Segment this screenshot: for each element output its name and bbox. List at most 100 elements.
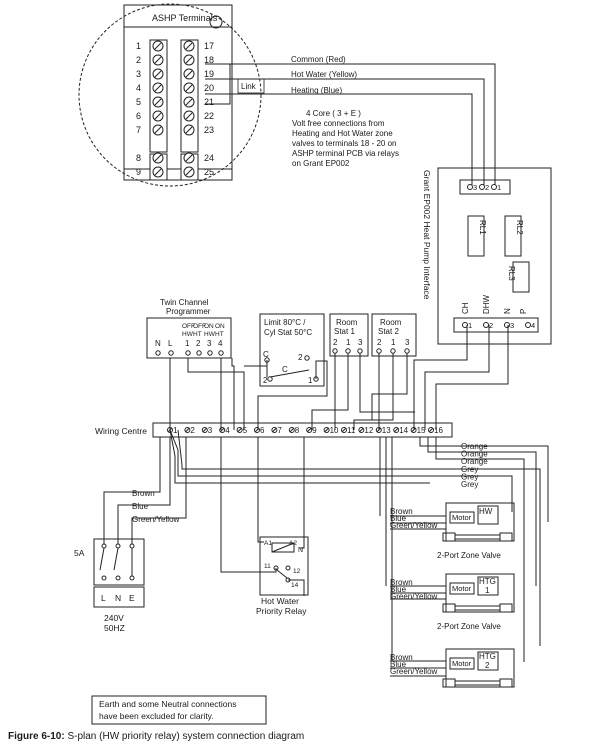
- ashp-left-num: 7: [136, 125, 141, 135]
- wiring-centre-num: 16: [434, 426, 443, 435]
- relay-rl3: RL3: [507, 266, 516, 281]
- interface-top-terminal: [467, 184, 473, 190]
- ashp-right-num: 23: [204, 125, 214, 135]
- programmer-terminal: [185, 350, 191, 356]
- svg-text:C: C: [263, 350, 269, 359]
- svg-text:14: 14: [291, 582, 299, 589]
- programmer-terminal: [168, 350, 174, 356]
- svg-text:Room: Room: [380, 318, 402, 327]
- svg-text:3: 3: [405, 338, 410, 347]
- wiring-centre-num: 13: [382, 426, 391, 435]
- wiring-centre-num: 2: [190, 426, 195, 435]
- svg-text:Hot Water: Hot Water: [261, 596, 299, 606]
- wiring-centre-terminal: [341, 427, 347, 433]
- programmer-state-label: ON: [215, 323, 225, 330]
- valve-motor-label: Motor: [452, 513, 472, 522]
- svg-text:2: 2: [263, 376, 268, 385]
- wiring-centre-num: 9: [312, 426, 317, 435]
- valve-wire-label: Brown: [390, 507, 413, 516]
- wiring-centre-terminal: [254, 427, 260, 433]
- programmer-title-2: Programmer: [166, 307, 211, 316]
- interface-title: Grant EP002 Heat Pump Interface: [422, 170, 432, 300]
- interface-bottom-label: N: [503, 308, 512, 314]
- programmer-terminal-label: 2: [196, 339, 201, 348]
- interface-bottom-terminal: [483, 322, 489, 328]
- wiring-centre-num: 6: [260, 426, 265, 435]
- hot-water-priority-relay: A1 A2 N 11 12 14 Hot Water Priority Rela…: [256, 536, 309, 616]
- interface-bottom-terminal: [504, 322, 510, 328]
- wiring-centre-num: 4: [225, 426, 230, 435]
- svg-text:2: 2: [333, 338, 338, 347]
- wiring-centre-terminal: [201, 427, 208, 433]
- note-line: on Grant EP002: [292, 159, 350, 168]
- wiring-centre-terminal: [393, 427, 400, 433]
- ashp-left-num: 6: [136, 111, 141, 121]
- link-label: Link: [241, 82, 257, 91]
- interface-top-label: 1: [497, 183, 501, 192]
- interface-bottom-num: 2: [489, 321, 493, 330]
- wiring-centre-num: 14: [399, 426, 408, 435]
- wiring-centre-terminal: [236, 427, 243, 433]
- valve-wire-label: Blue: [390, 660, 407, 669]
- wiring-centre-terminal: [271, 427, 278, 433]
- wiring-centre-num: 10: [330, 426, 339, 435]
- interface-bottom-label: CH: [461, 302, 470, 314]
- valve-wire-label: Brown: [390, 578, 413, 587]
- wiring-centre-label: Wiring Centre: [95, 426, 147, 436]
- power-supply: 5A L N E 240V 50HZ Brown Blue Green/Yell…: [74, 489, 180, 633]
- note-line: ASHP terminal PCB via relays: [292, 149, 399, 158]
- svg-text:3: 3: [358, 338, 363, 347]
- valve-tag-num: 2: [485, 661, 490, 670]
- wiring-centre-num: 3: [208, 426, 213, 435]
- programmer-terminal-label: 3: [207, 339, 212, 348]
- svg-text:2: 2: [298, 353, 303, 362]
- programmer-state-label: OFF: [182, 323, 195, 330]
- svg-text:50HZ: 50HZ: [104, 623, 125, 633]
- valve-wire-label: Blue: [390, 514, 407, 523]
- relay-rl1: RL1: [478, 220, 487, 235]
- footnote: Earth and some Neutral connections have …: [91, 695, 267, 725]
- cyl-stat-title-2: Cyl Stat 50°C: [264, 328, 312, 337]
- svg-text:Stat 1: Stat 1: [334, 327, 355, 336]
- wiring-centre-terminal: [288, 427, 295, 433]
- ashp-left-num: 8: [136, 153, 141, 163]
- wiring-centre-num: 7: [277, 426, 282, 435]
- valve-wire-label: Green/Yellow: [390, 521, 438, 530]
- ashp-left-num: 5: [136, 97, 141, 107]
- cylinder-stat: Limit 80°C / Cyl Stat 50°C C 2 C 2 1: [259, 313, 325, 387]
- programmer-terminal: [196, 350, 202, 356]
- svg-text:N: N: [115, 593, 121, 603]
- ashp-right-num: 25: [204, 167, 214, 177]
- valve-caption: 2-Port Zone Valve: [437, 622, 501, 631]
- ashp-right-num: 21: [204, 97, 214, 107]
- programmer-terminal: [155, 350, 161, 356]
- svg-text:Stat 2: Stat 2: [378, 327, 399, 336]
- ashp-left-num: 9: [136, 167, 141, 177]
- interface-top-label: 3: [473, 183, 477, 192]
- valve-tag-num: 1: [485, 586, 490, 595]
- ashp-left-num: 1: [136, 41, 141, 51]
- programmer-terminal-label: L: [168, 339, 173, 348]
- cyl-stat-title-1: Limit 80°C /: [264, 318, 306, 327]
- programmer-channel-label: HT: [215, 331, 224, 338]
- programmer-terminal-label: N: [155, 339, 161, 348]
- valve-wire-label: Green/Yellow: [390, 667, 438, 676]
- programmer-channel-label: HW: [204, 331, 216, 338]
- ashp-right-num: 24: [204, 153, 214, 163]
- note-line: Volt free connections from: [292, 119, 385, 128]
- programmer-state-label: ON: [204, 323, 214, 330]
- svg-text:have been excluded for clarity: have been excluded for clarity.: [99, 711, 214, 721]
- relay-rl2: RL2: [515, 220, 524, 235]
- valve-tag: HTG: [479, 652, 496, 661]
- svg-text:5A: 5A: [74, 548, 85, 558]
- svg-text:Priority Relay: Priority Relay: [256, 606, 307, 616]
- svg-text:1: 1: [346, 338, 351, 347]
- wiring-centre-num: 12: [364, 426, 373, 435]
- figure-caption: Figure 6-10: S-plan (HW priority relay) …: [8, 731, 305, 742]
- ashp-right-num: 19: [204, 69, 214, 79]
